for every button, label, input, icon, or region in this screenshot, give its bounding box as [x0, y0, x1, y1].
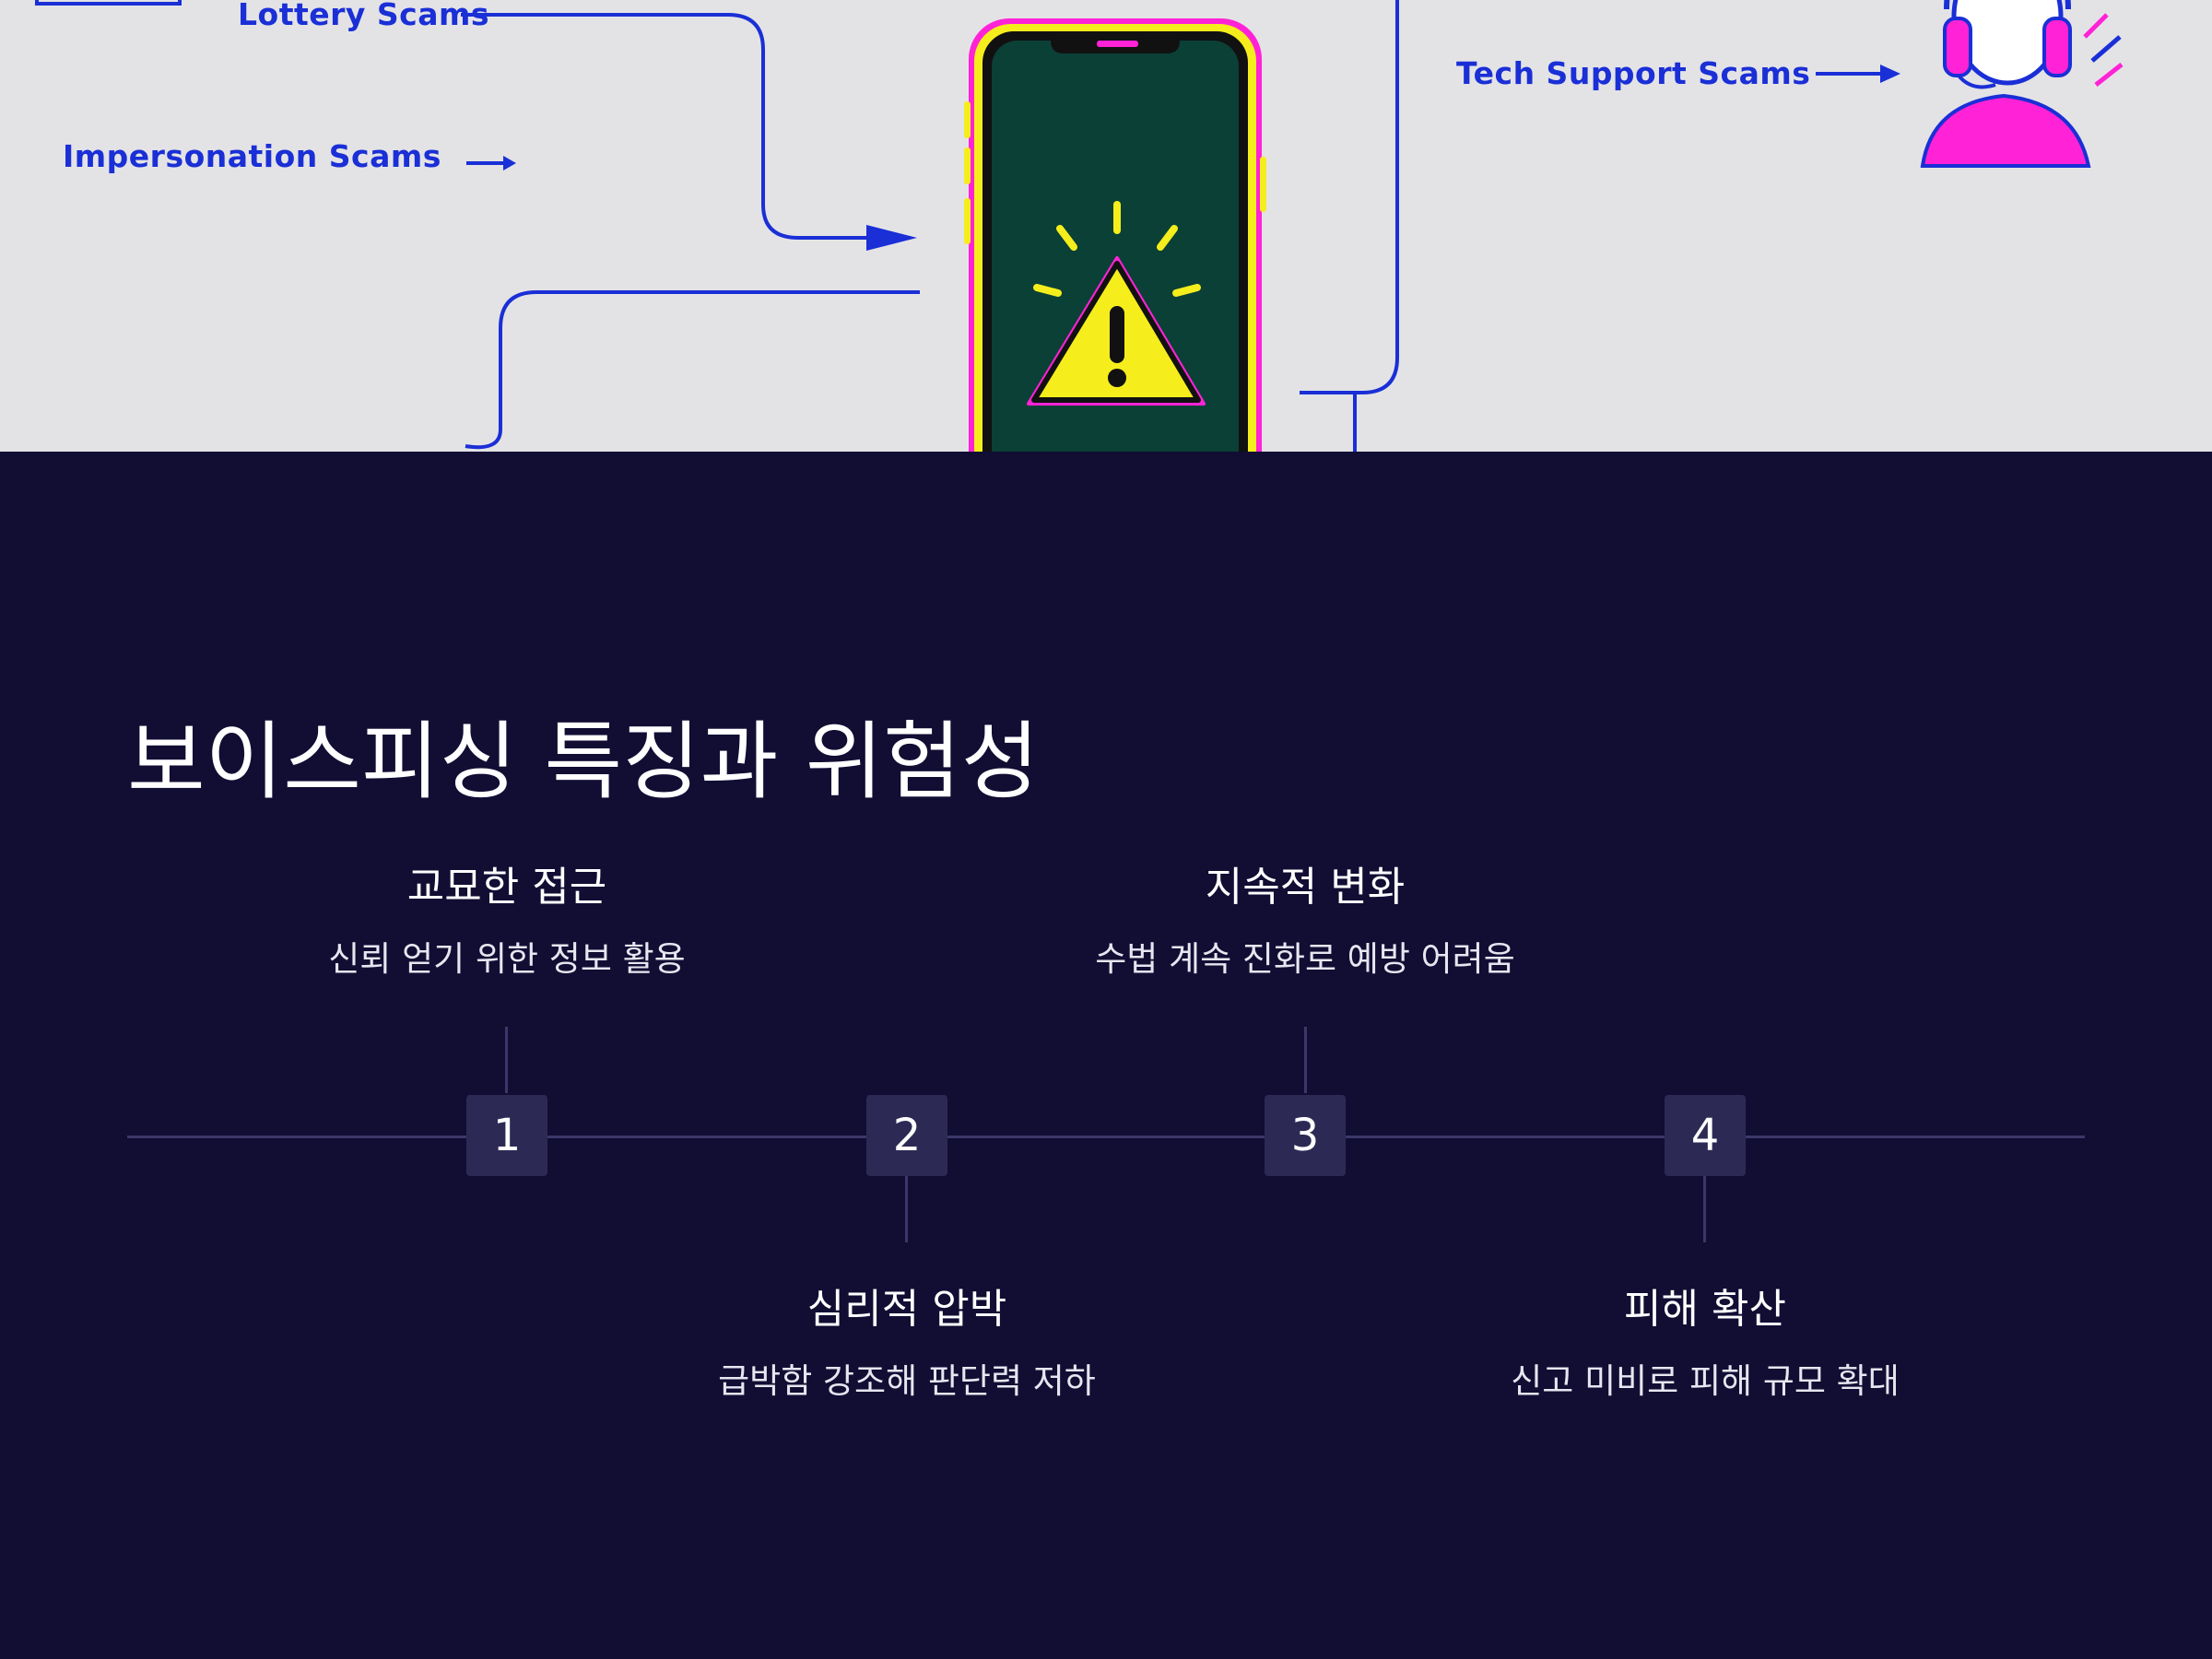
- phone-icon: [964, 18, 1266, 452]
- arrow-head: [866, 225, 917, 251]
- step-title-1: 교묘한 접근: [406, 864, 607, 911]
- bottom-left-connector: [465, 290, 920, 450]
- arrow-head: [1880, 65, 1900, 83]
- impersonation-scams-label: Impersonation Scams: [63, 138, 441, 174]
- step-marker-3: 3: [1265, 1095, 1346, 1176]
- step-marker-2: 2: [866, 1095, 947, 1176]
- timeline-connector: [905, 1176, 908, 1242]
- step-marker-1: 1: [466, 1095, 547, 1176]
- page-title: 보이스피싱 특징과 위험성: [127, 712, 1040, 811]
- step-title-4: 피해 확산: [1624, 1286, 1786, 1333]
- support-agent-icon: [1920, 0, 2124, 168]
- timeline-axis: [127, 1135, 2085, 1138]
- step-title-3: 지속적 변화: [1205, 864, 1406, 911]
- partial-box: [35, 0, 182, 6]
- step-description-3: 수법 계속 진화로 예방 어려움: [1095, 939, 1515, 979]
- step-marker-4: 4: [1665, 1095, 1746, 1176]
- step-description-4: 신고 미비로 피해 규모 확대: [1511, 1361, 1900, 1401]
- tech-support-scams-label: Tech Support Scams: [1456, 55, 1811, 91]
- timeline-connector: [1304, 1027, 1307, 1093]
- step-description-1: 신뢰 얻기 위한 정보 활용: [328, 939, 686, 979]
- scam-flow-diagram: [35, 0, 2124, 452]
- warning-icon: [1027, 201, 1206, 406]
- timeline-connector: [1703, 1176, 1706, 1242]
- step-description-2: 급박함 강조해 판단력 저하: [718, 1361, 1096, 1401]
- right-connector: [1300, 0, 1399, 394]
- step-title-2: 심리적 압박: [806, 1286, 1007, 1333]
- scam-illustration: Lottery Scams Impersonation Scams Tech S…: [0, 0, 2212, 452]
- timeline-connector: [505, 1027, 508, 1093]
- lottery-scams-label: Lottery Scams: [238, 0, 490, 32]
- lottery-connector: [461, 13, 866, 240]
- arrow-head: [503, 156, 516, 171]
